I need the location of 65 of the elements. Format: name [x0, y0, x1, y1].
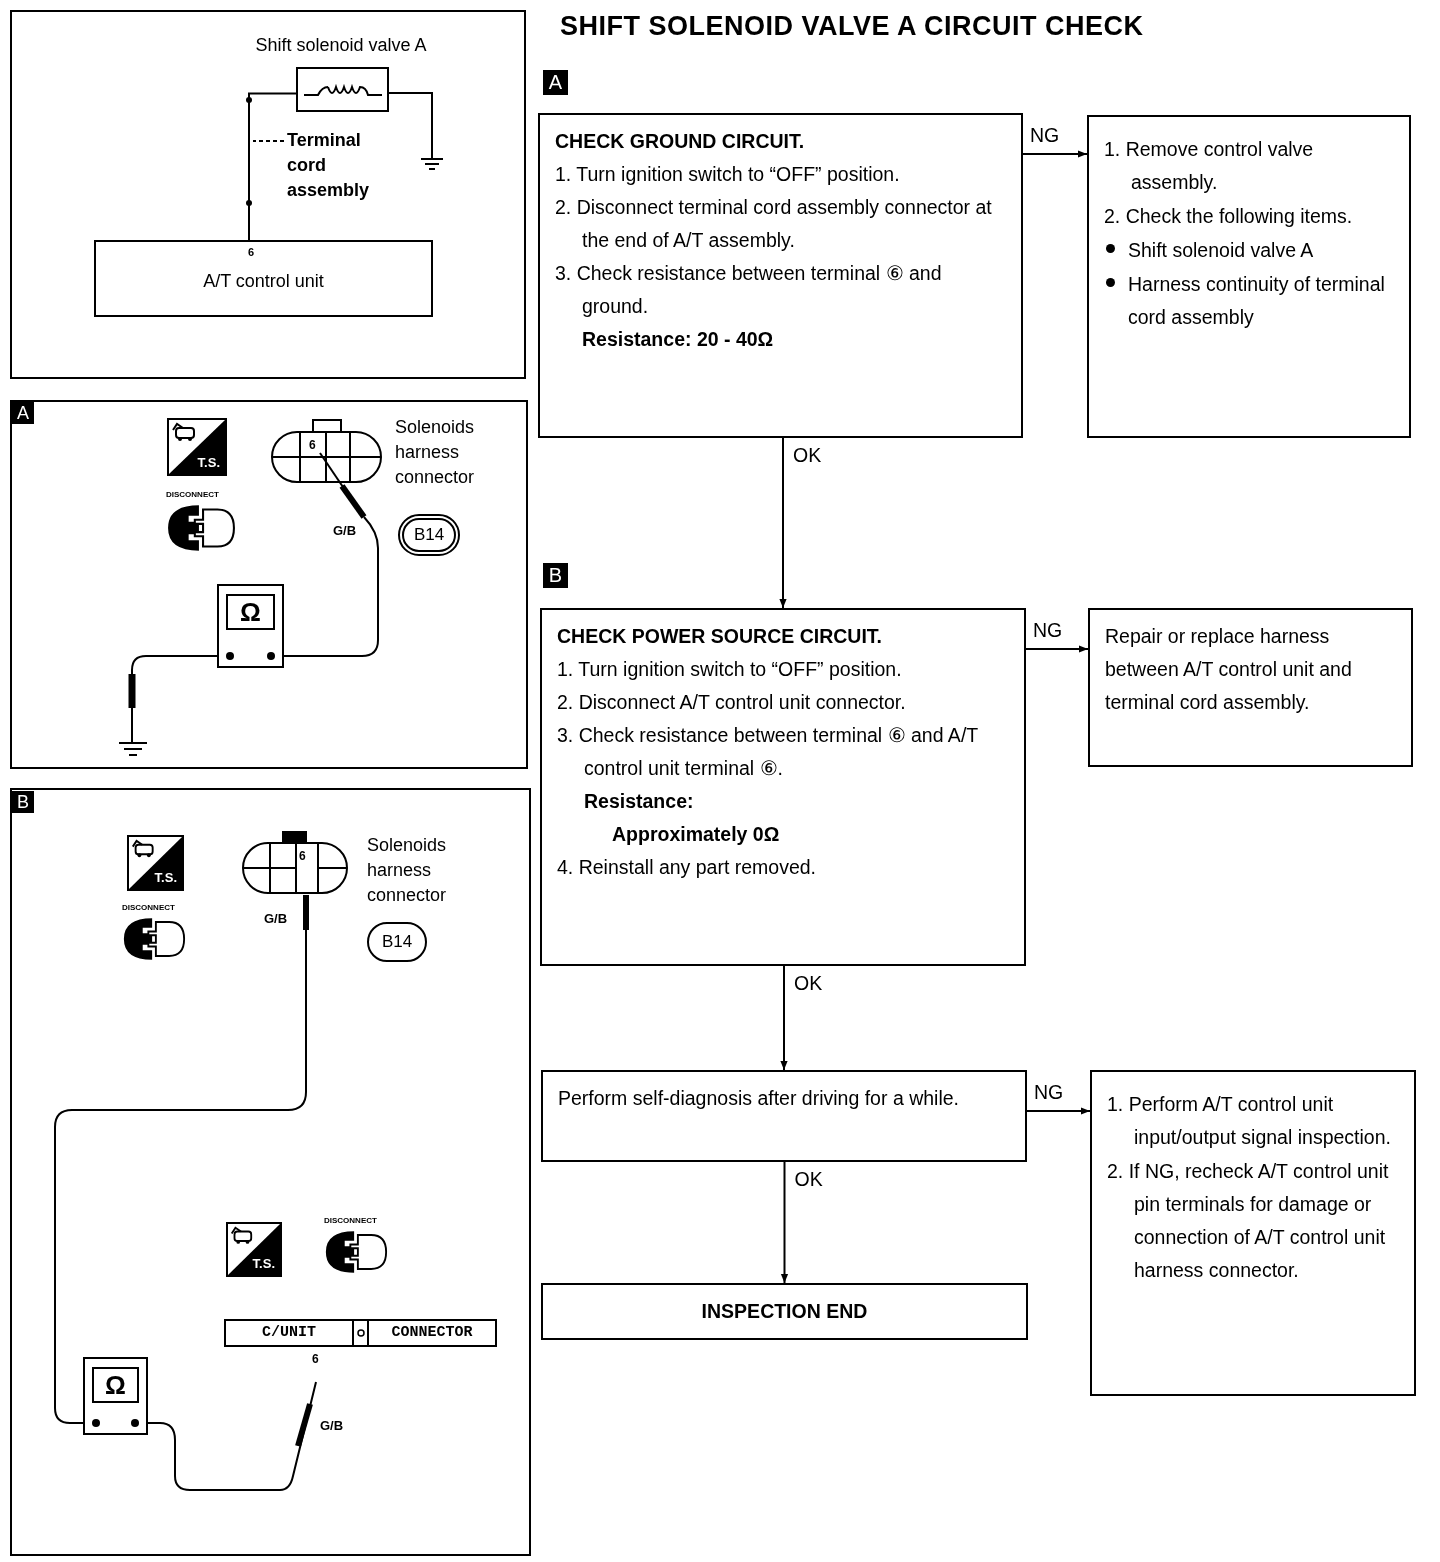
wire-color-label: G/B [333, 522, 357, 540]
icon-caption: DISCONNECT [324, 1216, 377, 1226]
pin-number: 6 [312, 1352, 319, 1366]
step-text: 4. Reinstall any part removed. [557, 855, 818, 880]
connector-label: CONNECTOR [390, 1322, 474, 1343]
step-text: Harness continuity of terminal cord assembly [1128, 272, 1386, 330]
icon-text: T.S. [154, 868, 177, 887]
component-label: A/T control unit [202, 270, 325, 293]
component-label: Solenoids harness connector [395, 416, 476, 489]
step-text: 3. Check resistance between terminal ⑥ and ground. [555, 261, 943, 319]
pin-number: 6 [248, 245, 255, 260]
arrow [1022, 150, 1088, 158]
step-marker: B [543, 563, 568, 588]
action-box [1087, 115, 1411, 438]
component-label: Shift solenoid valve A [255, 34, 427, 57]
step-text: 2. If NG, recheck A/T control unit pin terminals for damage or connection of A/T control unit harness connector. [1107, 1159, 1390, 1283]
spec-text: Resistance: 20 - 40Ω [581, 327, 775, 352]
meter-display: Ω [226, 594, 275, 630]
step-marker: A [543, 70, 568, 95]
end-text: INSPECTION END [701, 1298, 868, 1324]
wire-color-label: G/B [320, 1417, 344, 1435]
step-heading: CHECK GROUND CIRCUIT. [555, 129, 806, 154]
icon-caption: DISCONNECT [166, 490, 219, 500]
step-text: 2. Disconnect terminal cord assembly connector at the end of A/T assembly. [555, 195, 993, 253]
step-text: Perform self-diagnosis after driving for a while. [558, 1086, 960, 1111]
leader-line [252, 140, 285, 142]
icon-text: T.S. [197, 453, 220, 472]
pin-number: 6 [309, 438, 316, 452]
connector-code-badge: B14 [367, 922, 427, 962]
wire-color-label: G/B [264, 910, 288, 928]
icon-text: T.S. [252, 1254, 275, 1273]
step-text: 1. Turn ignition switch to “OFF” position. [555, 162, 901, 187]
title: SHIFT SOLENOID VALVE A CIRCUIT CHECK [560, 10, 1144, 43]
spec-text: Approximately 0Ω [611, 822, 781, 847]
step-text: Shift solenoid valve A [1128, 238, 1315, 263]
step-text: 1. Remove control valve assembly. [1104, 137, 1315, 195]
action-box [1088, 608, 1413, 767]
step-heading: CHECK POWER SOURCE CIRCUIT. [557, 624, 884, 649]
process-box [538, 113, 1023, 438]
panel-marker: A [12, 402, 34, 424]
arrow [1026, 1107, 1091, 1115]
process-box [541, 1070, 1027, 1162]
wire [248, 92, 297, 241]
spec-text: Resistance: [583, 789, 695, 814]
arrow [780, 965, 788, 1071]
step-text: 2. Check the following items. [1104, 204, 1354, 229]
step-text: 1. Perform A/T control unit input/output signal inspection. [1107, 1092, 1392, 1150]
end-box [541, 1283, 1028, 1340]
step-text: 3. Check resistance between terminal ⑥ and A/T control unit terminal ⑥. [557, 723, 979, 781]
step-text: 2. Disconnect A/T control unit connector. [557, 690, 907, 715]
panel-marker: B [12, 791, 34, 813]
control-unit-box [94, 240, 433, 317]
arrow [1025, 645, 1089, 653]
step-text: Repair or replace harness between A/T control unit and terminal cord assembly. [1105, 624, 1353, 715]
meter-display: Ω [92, 1367, 139, 1403]
arrow [780, 1161, 789, 1284]
arrow [779, 437, 787, 609]
process-box [540, 608, 1026, 966]
icon-caption: DISCONNECT [122, 903, 175, 913]
pin-number: 6 [299, 849, 306, 863]
unit-label: C/UNIT [261, 1322, 317, 1343]
component-label: Solenoids harness connector [367, 834, 448, 907]
action-box [1090, 1070, 1416, 1396]
component-label: Terminal cord assembly [287, 129, 371, 202]
step-text: 1. Turn ignition switch to “OFF” position. [557, 657, 903, 682]
